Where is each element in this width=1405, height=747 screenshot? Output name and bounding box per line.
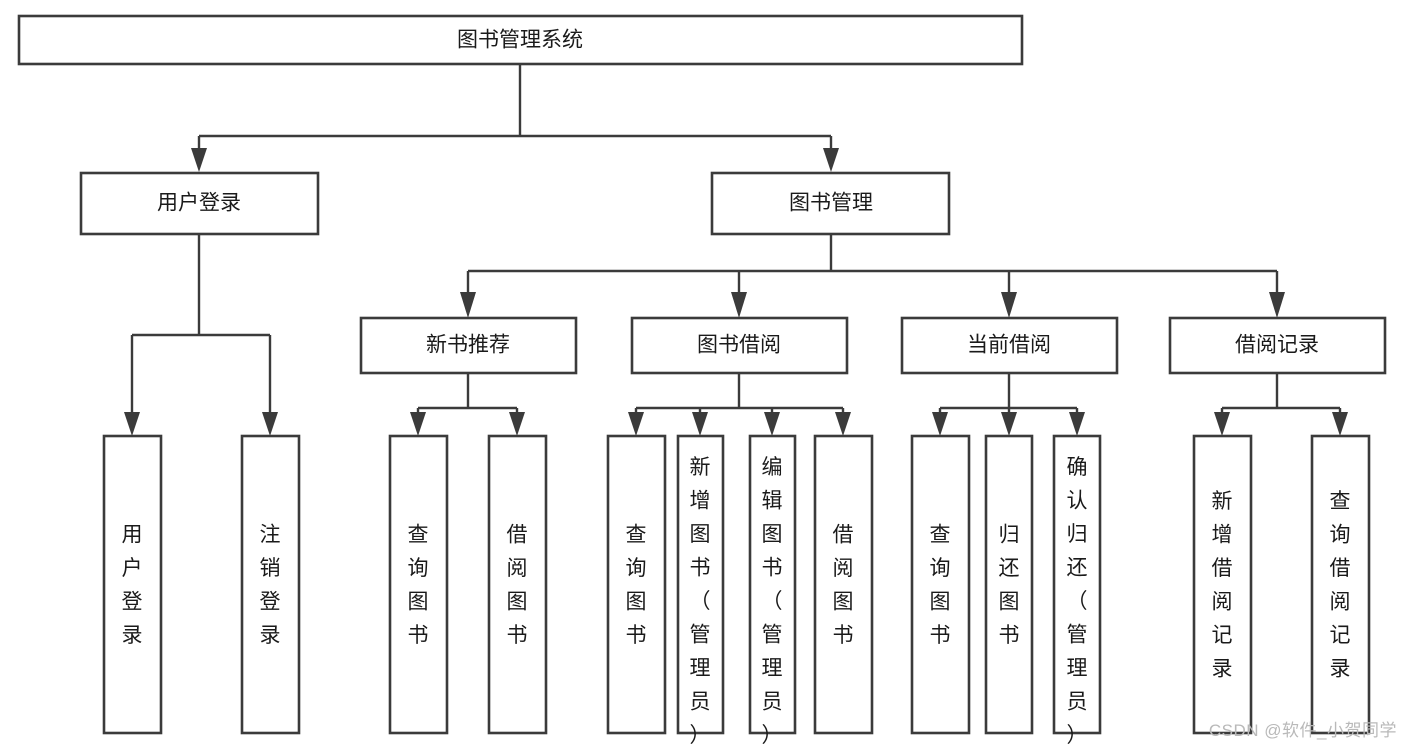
node-current-borrow[interactable]: 当前借阅 (900, 316, 1119, 375)
node-leaf-add-record-label: 新增借阅记录 (1212, 490, 1233, 681)
arrowhead-to-leaf-query-book-1 (410, 412, 426, 436)
node-leaf-edit-book-label: 编辑图书（管理员） (762, 456, 783, 747)
node-leaf-logout-box[interactable] (240, 434, 301, 735)
node-user-login-box[interactable] (79, 171, 320, 236)
node-leaf-query-book-3-box[interactable] (910, 434, 971, 735)
node-leaf-query-book-1-label: 查询图书 (408, 524, 429, 648)
node-leaf-logout[interactable]: 注销登录 (240, 434, 301, 735)
edge-user-login-bus (130, 234, 272, 423)
arrowhead-to-book-borrow (731, 292, 747, 318)
node-leaf-borrow-book-1[interactable]: 借阅图书 (487, 434, 548, 735)
node-borrow-record[interactable]: 借阅记录 (1168, 316, 1387, 375)
node-leaf-user-login[interactable]: 用户登录 (102, 434, 163, 735)
node-leaf-query-record-label: 查询借阅记录 (1330, 490, 1351, 681)
edge-book-borrow-bus (634, 373, 845, 423)
node-root[interactable]: 图书管理系统 (17, 14, 1024, 66)
arrowhead-to-leaf-add-record (1214, 412, 1230, 436)
node-book-management-box[interactable] (710, 171, 951, 236)
arrowhead-to-leaf-query-record (1332, 412, 1348, 436)
edge-book-management-bus (466, 234, 1279, 295)
node-new-book-recommend-label: 新书推荐 (426, 334, 510, 357)
node-leaf-add-book[interactable]: 新增图书（管理员） (676, 434, 725, 747)
node-leaf-user-login-box[interactable] (102, 434, 163, 735)
node-leaf-return-book-label: 归还图书 (999, 524, 1020, 648)
node-leaf-confirm-return-box[interactable] (1052, 434, 1102, 735)
node-current-borrow-label: 当前借阅 (967, 334, 1051, 357)
node-leaf-borrow-book-2[interactable]: 借阅图书 (813, 434, 874, 735)
node-book-management-label: 图书管理 (789, 192, 873, 215)
arrowhead-to-leaf-user-login (124, 412, 140, 436)
node-root-box[interactable] (17, 14, 1024, 66)
arrowhead-to-leaf-logout (262, 412, 278, 436)
node-leaf-query-book-3[interactable]: 查询图书 (910, 434, 971, 735)
node-book-borrow[interactable]: 图书借阅 (630, 316, 849, 375)
node-leaf-borrow-book-1-box[interactable] (487, 434, 548, 735)
node-leaf-borrow-book-2-box[interactable] (813, 434, 874, 735)
arrowhead-to-book-management (823, 148, 839, 172)
edge-new-book-recommend-bus (416, 373, 519, 423)
node-current-borrow-box[interactable] (900, 316, 1119, 375)
node-leaf-borrow-book-1-label: 借阅图书 (507, 524, 528, 648)
connector-layer (124, 64, 1348, 436)
node-leaf-add-record[interactable]: 新增借阅记录 (1192, 434, 1253, 735)
arrowhead-to-borrow-record (1269, 292, 1285, 318)
node-leaf-query-book-2[interactable]: 查询图书 (606, 434, 667, 735)
node-leaf-return-book-box[interactable] (984, 434, 1034, 735)
node-user-login[interactable]: 用户登录 (79, 171, 320, 236)
edge-root-bus (197, 64, 833, 160)
arrowhead-to-leaf-return-book (1001, 412, 1017, 436)
node-book-borrow-label: 图书借阅 (697, 334, 781, 357)
arrowhead-to-leaf-query-book-2 (628, 412, 644, 436)
node-leaf-query-book-1-box[interactable] (388, 434, 449, 735)
node-new-book-recommend[interactable]: 新书推荐 (359, 316, 578, 375)
node-leaf-edit-book-box[interactable] (748, 434, 797, 735)
arrowhead-to-new-book-recommend (460, 292, 476, 318)
node-leaf-logout-label: 注销登录 (260, 524, 281, 648)
node-leaf-query-book-2-label: 查询图书 (626, 524, 647, 648)
node-new-book-recommend-box[interactable] (359, 316, 578, 375)
node-leaf-query-record-box[interactable] (1310, 434, 1371, 735)
arrowhead-to-leaf-borrow-book-2 (835, 412, 851, 436)
node-leaf-add-record-box[interactable] (1192, 434, 1253, 735)
node-leaf-query-book-2-box[interactable] (606, 434, 667, 735)
node-leaf-user-login-label: 用户登录 (122, 524, 143, 648)
arrowhead-to-leaf-confirm-return (1069, 412, 1085, 436)
node-leaf-borrow-book-2-label: 借阅图书 (833, 524, 854, 648)
node-leaf-add-book-label: 新增图书（管理员） (690, 456, 711, 747)
node-leaf-confirm-return-label: 确认归还（管理员） (1067, 456, 1088, 747)
arrowhead-to-user-login (191, 148, 207, 172)
node-borrow-record-box[interactable] (1168, 316, 1387, 375)
edge-borrow-record-bus (1220, 373, 1342, 423)
node-leaf-query-book-3-label: 查询图书 (930, 524, 951, 648)
node-leaf-query-record[interactable]: 查询借阅记录 (1310, 434, 1371, 735)
node-leaf-edit-book[interactable]: 编辑图书（管理员） (748, 434, 797, 747)
node-book-borrow-box[interactable] (630, 316, 849, 375)
node-leaf-confirm-return[interactable]: 确认归还（管理员） (1052, 434, 1102, 747)
arrowhead-to-leaf-query-book-3 (932, 412, 948, 436)
node-leaf-return-book[interactable]: 归还图书 (984, 434, 1034, 735)
node-borrow-record-label: 借阅记录 (1235, 334, 1319, 357)
node-user-login-label: 用户登录 (157, 192, 241, 215)
node-leaf-add-book-box[interactable] (676, 434, 725, 735)
node-book-management[interactable]: 图书管理 (710, 171, 951, 236)
node-root-label: 图书管理系统 (457, 29, 583, 52)
arrowhead-to-leaf-borrow-book-1 (509, 412, 525, 436)
arrowhead-to-current-borrow (1001, 292, 1017, 318)
node-leaf-query-book-1[interactable]: 查询图书 (388, 434, 449, 735)
arrowhead-to-leaf-add-book (692, 412, 708, 436)
arrowhead-to-leaf-edit-book (764, 412, 780, 436)
